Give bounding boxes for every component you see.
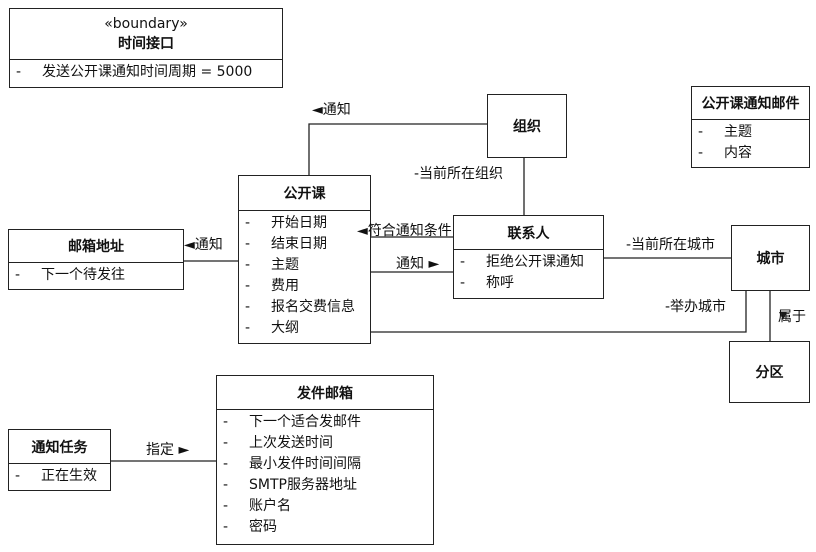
attribute-row: -下一个适合发邮件	[223, 412, 427, 433]
attribute-label: 下一个待发往	[41, 267, 125, 283]
class-name: 公开课通知邮件	[701, 96, 800, 112]
class-name: 联系人	[507, 225, 550, 242]
label-city-district: 属于	[778, 309, 806, 325]
class-name: 分区	[755, 365, 784, 381]
attribute-row: -主题	[245, 255, 364, 276]
class-header: 组织	[488, 95, 566, 157]
label-contact-city: -当前所在城市	[626, 237, 716, 253]
class-city[interactable]: 城市	[731, 225, 810, 291]
label-course-org: ◄通知	[312, 102, 351, 118]
attribute-label: 拒绝公开课通知	[486, 254, 584, 270]
attribute-list: -拒绝公开课通知 -称呼	[454, 250, 603, 296]
class-contact[interactable]: 联系人 -拒绝公开课通知 -称呼	[453, 215, 604, 299]
attribute-label: 最小发件时间间隔	[249, 456, 361, 472]
label-course-contact-notify: 通知 ►	[396, 256, 440, 272]
attribute-label: 上次发送时间	[249, 435, 333, 451]
attribute-label: SMTP服务器地址	[249, 477, 357, 493]
class-header: 公开课	[239, 176, 370, 211]
class-header: 城市	[732, 226, 809, 290]
attribute-row: -上次发送时间	[223, 433, 427, 454]
attribute-list: -正在生效	[9, 464, 110, 489]
label-contact-course-match: ◄符合通知条件	[357, 223, 452, 239]
attribute-row: -报名交费信息	[245, 297, 364, 318]
attribute-row: -最小发件时间间隔	[223, 454, 427, 475]
class-header: 联系人	[454, 216, 603, 250]
class-sender-mailbox[interactable]: 发件邮箱 -下一个适合发邮件 -上次发送时间 -最小发件时间间隔 -SMTP服务…	[216, 375, 434, 545]
class-name: 城市	[756, 251, 785, 267]
attribute-label: 账户名	[249, 498, 291, 514]
attribute-label: 内容	[724, 145, 752, 161]
attribute-label: 费用	[271, 278, 299, 294]
class-header: 分区	[730, 342, 809, 402]
line-course-city	[370, 290, 747, 333]
class-name: 公开课	[283, 186, 326, 202]
attribute-label: 正在生效	[41, 468, 97, 484]
attribute-row: -称呼	[460, 273, 597, 294]
attribute-row: -下一个待发往	[15, 265, 177, 286]
attribute-list: -主题 -内容	[692, 120, 809, 166]
class-timer-boundary[interactable]: «boundary» 时间接口 -发送公开课通知时间周期 = 5000	[9, 8, 283, 88]
class-notification-task[interactable]: 通知任务 -正在生效	[8, 429, 111, 491]
arrow-belongs-icon	[779, 312, 787, 320]
attribute-row: -拒绝公开课通知	[460, 252, 597, 273]
class-name: 时间接口	[118, 36, 174, 52]
attribute-row: -SMTP服务器地址	[223, 475, 427, 496]
attribute-row: -发送公开课通知时间周期 = 5000	[16, 62, 276, 83]
attribute-row: -账户名	[223, 496, 427, 517]
line-course-org	[308, 123, 488, 175]
class-name: 邮箱地址	[68, 239, 124, 255]
attribute-label: 称呼	[486, 275, 514, 291]
class-header: 邮箱地址	[9, 230, 183, 263]
label-task-mailbox: 指定 ►	[146, 442, 190, 458]
class-district[interactable]: 分区	[729, 341, 810, 403]
attribute-label: 主题	[271, 257, 299, 273]
label-course-city: -举办城市	[665, 299, 727, 315]
attribute-row: -费用	[245, 276, 364, 297]
attribute-label: 发送公开课通知时间周期 = 5000	[42, 64, 253, 80]
attribute-list: -发送公开课通知时间周期 = 5000	[10, 60, 282, 85]
attribute-row: -内容	[698, 143, 803, 164]
attribute-label: 开始日期	[271, 215, 327, 231]
attribute-row: -开始日期	[245, 213, 364, 234]
attribute-label: 报名交费信息	[271, 299, 355, 315]
attribute-row: -密码	[223, 517, 427, 538]
attribute-row: -结束日期	[245, 234, 364, 255]
class-name: 组织	[513, 119, 541, 135]
class-email-address[interactable]: 邮箱地址 -下一个待发往	[8, 229, 184, 290]
attribute-label: 密码	[249, 519, 277, 535]
attribute-row: -主题	[698, 122, 803, 143]
attribute-label: 结束日期	[271, 236, 327, 252]
attribute-label: 下一个适合发邮件	[249, 414, 361, 430]
stereotype-label: «boundary»	[104, 16, 188, 32]
class-name: 通知任务	[31, 439, 88, 456]
attribute-row: -正在生效	[15, 466, 104, 487]
class-organization[interactable]: 组织	[487, 94, 567, 158]
class-course-email[interactable]: 公开课通知邮件 -主题 -内容	[691, 86, 810, 168]
class-header: 发件邮箱	[217, 376, 433, 410]
attribute-row: -大纲	[245, 318, 364, 339]
label-contact-org: -当前所在组织	[414, 166, 504, 182]
class-course[interactable]: 公开课 -开始日期 -结束日期 -主题 -费用 -报名交费信息 -大纲	[238, 175, 371, 344]
class-header: 公开课通知邮件	[692, 87, 809, 120]
attribute-label: 大纲	[271, 320, 299, 336]
attribute-list: -开始日期 -结束日期 -主题 -费用 -报名交费信息 -大纲	[239, 211, 370, 341]
class-header: «boundary» 时间接口	[10, 9, 282, 60]
class-name: 发件邮箱	[297, 385, 353, 402]
class-header: 通知任务	[9, 430, 110, 464]
label-course-address: ◄通知	[184, 237, 223, 253]
attribute-list: -下一个适合发邮件 -上次发送时间 -最小发件时间间隔 -SMTP服务器地址 -…	[217, 410, 433, 540]
attribute-label: 主题	[724, 124, 752, 140]
attribute-list: -下一个待发往	[9, 263, 183, 288]
